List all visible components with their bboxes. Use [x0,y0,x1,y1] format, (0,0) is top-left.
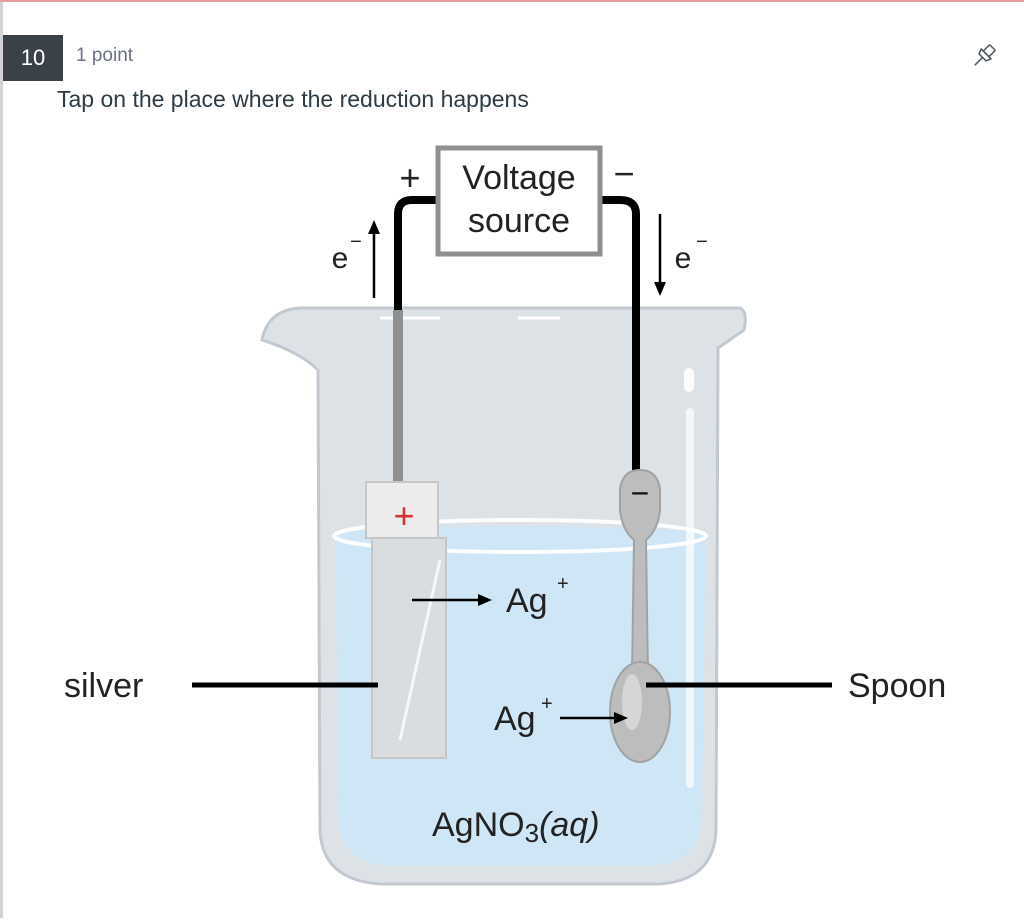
plus-terminal: + [399,157,420,198]
wire-negative [600,196,640,480]
voltage-label: Voltage [462,159,575,197]
spoon-label: Spoon [848,667,946,705]
cathode-sign: − [631,475,650,511]
silver-electrode [365,481,447,759]
left-border [0,2,3,918]
top-border [0,0,1024,2]
question-number: 10 [3,35,63,81]
wire-positive [394,196,438,486]
source-label: source [468,202,570,240]
voltage-source [435,145,603,257]
electron-right-charge: − [696,231,708,253]
electrolysis-diagram[interactable]: Voltage source + − e − e − + − Ag + [0,130,1024,918]
silver-label: silver [64,667,143,705]
minus-terminal: − [613,153,634,194]
ion-top-charge: + [557,573,569,595]
question-points: 1 point [76,45,134,66]
ion-bottom: Ag [494,700,536,738]
electron-right: e [675,242,692,275]
anode-sign: + [393,495,414,536]
solution-surface [332,518,708,554]
solution-label: AgNO3(aq) [432,806,600,848]
question-prompt: Tap on the place where the reduction hap… [57,86,529,112]
ion-bottom-charge: + [541,693,553,715]
ion-top: Ag [506,582,548,620]
electron-left-charge: − [350,231,362,253]
pin-icon[interactable] [968,40,1000,72]
electron-left: e [332,242,349,275]
